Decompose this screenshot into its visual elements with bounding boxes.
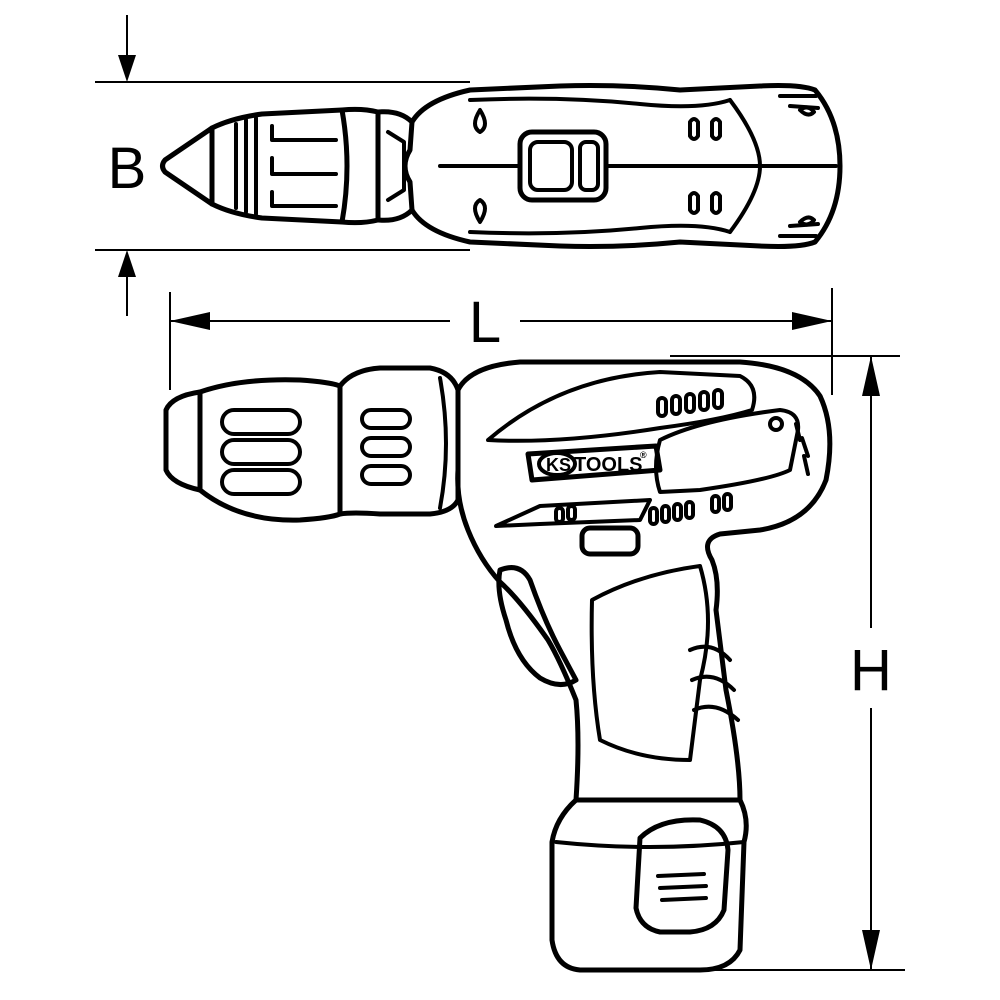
brand-badge-frame bbox=[525, 443, 663, 483]
top-direction-switch-knob bbox=[528, 140, 574, 192]
side-grip-panel bbox=[589, 564, 710, 762]
side-battery-latch bbox=[633, 817, 731, 935]
side-battery-seam bbox=[554, 840, 746, 849]
drill-top-view bbox=[160, 83, 843, 249]
top-body-contour bbox=[468, 96, 732, 236]
dimension-h: H bbox=[670, 355, 905, 971]
top-vent-drop-lower bbox=[473, 198, 487, 224]
top-direction-switch-frame bbox=[517, 129, 609, 203]
brand-prefix: KS bbox=[546, 455, 571, 475]
side-collar-slot-bottom bbox=[360, 464, 412, 486]
side-rear-vents bbox=[794, 422, 810, 476]
top-gearbox-neck bbox=[375, 109, 415, 223]
dim-h-label: H bbox=[850, 638, 892, 703]
dim-h-arrow-top bbox=[862, 356, 880, 396]
dim-l-label: L bbox=[469, 290, 501, 355]
side-grip-ribs bbox=[688, 644, 740, 722]
dim-h-arrow-bottom bbox=[862, 930, 880, 970]
top-vent-slots-upper bbox=[688, 117, 722, 141]
brand-registered: ® bbox=[640, 450, 647, 460]
dim-b-label: B bbox=[108, 136, 147, 201]
side-rear-screw bbox=[768, 416, 784, 432]
top-battery-latches bbox=[798, 105, 816, 227]
side-top-panel bbox=[486, 370, 757, 443]
top-chuck-slots bbox=[270, 124, 338, 208]
brand-badge: KS TOOLS ® bbox=[525, 443, 663, 483]
drill-side-view: KS TOOLS ® bbox=[163, 359, 833, 973]
side-direction-switch bbox=[579, 525, 641, 557]
dimension-l: L bbox=[169, 288, 833, 395]
dim-b-arrow-bottom bbox=[118, 250, 136, 277]
dim-b-arrow-top bbox=[118, 55, 136, 82]
side-housing-outline bbox=[455, 359, 833, 803]
dim-l-arrow-left bbox=[170, 312, 210, 330]
side-chuck-grip-top bbox=[220, 408, 302, 436]
top-chuck-tip bbox=[160, 125, 215, 207]
side-lower-stripe bbox=[494, 498, 652, 528]
top-gearbox-detail bbox=[386, 130, 406, 202]
side-collar-edge bbox=[438, 376, 448, 510]
dim-l-arrow-right bbox=[792, 312, 832, 330]
side-battery-pack bbox=[549, 797, 749, 973]
dimension-b: B bbox=[95, 15, 470, 316]
side-chuck-grip-bottom bbox=[220, 468, 302, 496]
side-trigger bbox=[496, 565, 579, 687]
top-vent-drop-upper bbox=[473, 108, 487, 134]
top-vent-slots-lower bbox=[688, 191, 722, 215]
top-chuck-sleeve bbox=[209, 107, 350, 225]
top-body-outline bbox=[409, 83, 843, 249]
side-lower-vents bbox=[554, 492, 733, 526]
top-tail-contour bbox=[728, 98, 762, 234]
side-battery-latch-ridges bbox=[656, 872, 708, 902]
brand-logo-ring bbox=[537, 451, 577, 477]
side-chuck-cap bbox=[163, 389, 203, 493]
side-top-vents bbox=[656, 388, 724, 418]
brand-suffix: TOOLS bbox=[574, 454, 643, 476]
top-torque-collar bbox=[339, 106, 381, 226]
top-chuck-knurl bbox=[234, 116, 258, 216]
side-chuck-grip-middle bbox=[220, 438, 302, 466]
side-rear-panel bbox=[654, 408, 801, 494]
side-collar-slot-top bbox=[360, 408, 412, 430]
side-collar-slot-middle bbox=[360, 436, 412, 458]
top-direction-switch-indicator bbox=[578, 140, 600, 192]
